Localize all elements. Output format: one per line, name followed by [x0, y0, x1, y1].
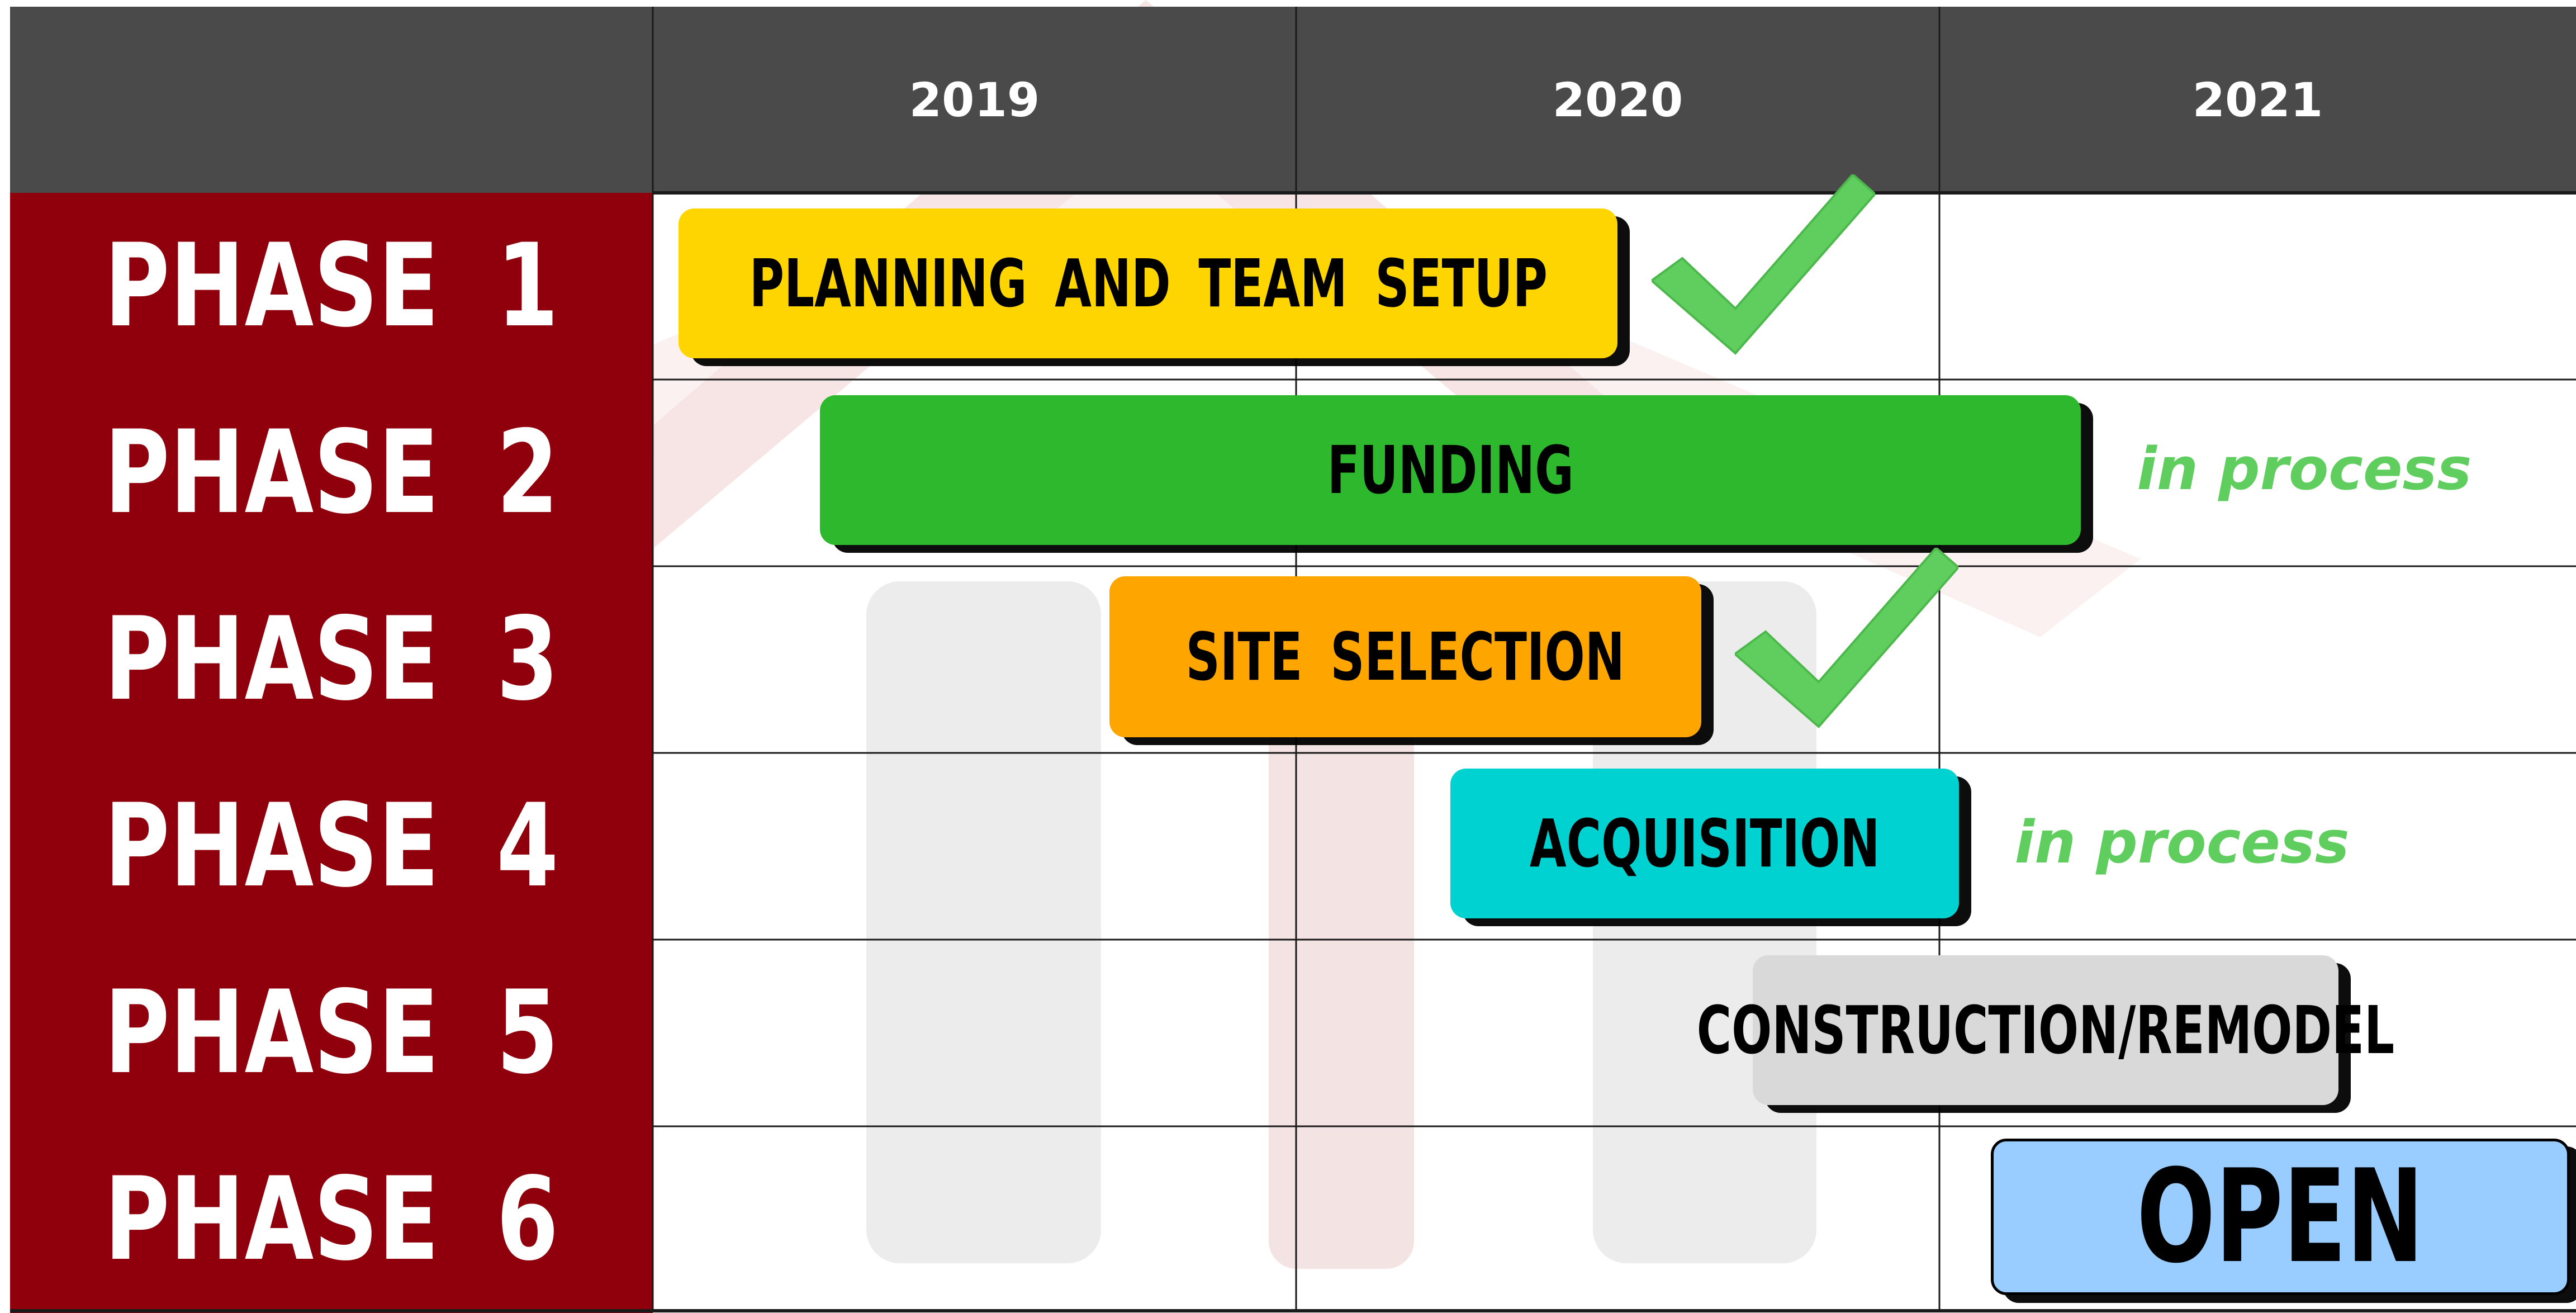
checkmark-icon — [1651, 174, 1875, 355]
task-bar-1: PLANNING AND TEAM SETUP — [679, 208, 1618, 358]
phase-label-2: PHASE 2 — [10, 380, 653, 566]
task-bar-label: PLANNING AND TEAM SETUP — [749, 245, 1548, 322]
phase-label-text: PHASE 6 — [104, 1153, 559, 1286]
phase-label-1: PHASE 1 — [10, 193, 653, 380]
year-header-2020: 2020 — [1296, 7, 1939, 193]
task-bar-label: CONSTRUCTION/REMODEL — [1696, 992, 2395, 1069]
year-header-2019: 2019 — [653, 7, 1296, 193]
phase-label-5: PHASE 5 — [10, 940, 653, 1126]
phase-label-6: PHASE 6 — [10, 1126, 653, 1313]
task-bar-2: FUNDING — [820, 395, 2081, 545]
phase-label-text: PHASE 2 — [104, 406, 559, 539]
phase-label-text: PHASE 4 — [104, 780, 559, 913]
year-header-2021: 2021 — [1939, 7, 2576, 193]
phase-label-text: PHASE 1 — [104, 220, 559, 353]
task-bar-4: ACQUISITION — [1450, 769, 1959, 918]
header-corner — [10, 7, 653, 193]
task-bar-label: FUNDING — [1327, 432, 1574, 509]
checkmark-icon — [1735, 548, 1959, 728]
phase-label-3: PHASE 3 — [10, 566, 653, 753]
phase-label-4: PHASE 4 — [10, 753, 653, 940]
task-bar-label: SITE SELECTION — [1186, 618, 1625, 695]
task-bar-label: ACQUISITION — [1529, 805, 1880, 882]
status-note: in process — [2137, 435, 2472, 503]
phase-label-text: PHASE 3 — [104, 593, 559, 726]
task-bar-5: CONSTRUCTION/REMODEL — [1697, 955, 2394, 1105]
task-bar-label: OPEN — [2137, 1142, 2424, 1292]
status-note: in process — [2014, 808, 2350, 876]
task-bar-6: OPEN — [1991, 1139, 2570, 1295]
phase-label-text: PHASE 5 — [104, 966, 559, 1099]
task-bar-3: SITE SELECTION — [1109, 576, 1702, 737]
